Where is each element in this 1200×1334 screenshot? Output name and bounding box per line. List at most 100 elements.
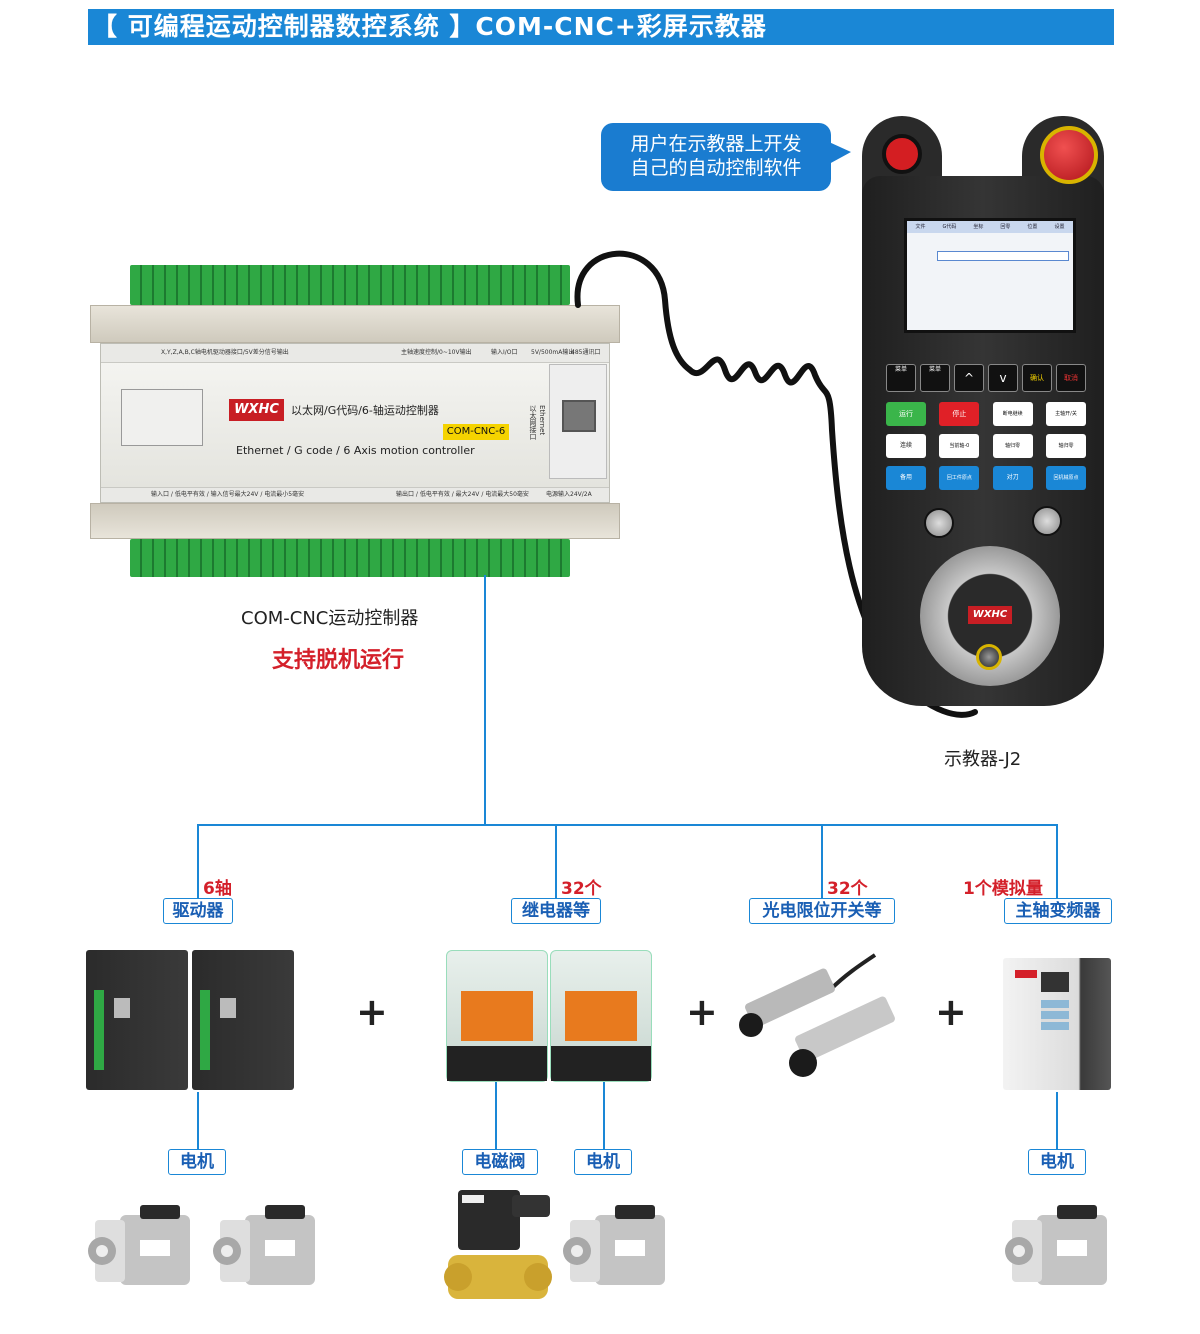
- pendant-caption: 示教器-J2: [944, 749, 1022, 770]
- axis-selector-knob[interactable]: [924, 508, 954, 538]
- key-machine-origin[interactable]: 回机械原点: [1045, 466, 1086, 490]
- callout-line-1: 用户在示教器上开发: [630, 133, 802, 155]
- sub-label-motor-relays: 电机: [574, 1149, 632, 1175]
- branch-count-3: 1个模拟量: [963, 879, 1043, 899]
- branch-label-switches: 光电限位开关等: [749, 898, 895, 924]
- trunk-line: [484, 575, 486, 825]
- key-spare[interactable]: 备用: [886, 466, 926, 490]
- rate-selector-knob[interactable]: [1032, 506, 1062, 536]
- callout-pointer: [829, 142, 851, 164]
- branch-label-drivers: 驱动器: [163, 898, 233, 924]
- ethernet-port-area: 以太网接口 Ethernet: [529, 364, 607, 479]
- inverter-logo: [1015, 970, 1037, 978]
- driver-port: [114, 998, 130, 1018]
- relay-base: [447, 1046, 547, 1081]
- controller-logo: WXHC: [229, 399, 284, 421]
- inverter-keypad: [1041, 1000, 1069, 1030]
- top-label-strip: X,Y,Z,A,B,C轴电机驱动器接口/5V差分信号输出 主轴速度控制/0~10…: [101, 344, 609, 363]
- screen-tab-1[interactable]: G代码: [942, 224, 957, 230]
- servo-driver-1: [86, 950, 188, 1090]
- emergency-stop-button[interactable]: [1040, 126, 1098, 184]
- controller-name-cn: 以太网/G代码/6-轴运动控制器: [291, 404, 439, 417]
- key-work-origin[interactable]: 回工件原点: [939, 466, 980, 490]
- branch-label-relays: 继电器等: [511, 898, 601, 924]
- servo-motor-3: [563, 1205, 665, 1285]
- screen-tab-4[interactable]: 位置: [1027, 224, 1038, 230]
- controller-model-badge: COM-CNC-6: [443, 424, 509, 440]
- servo-motor-1: [88, 1205, 190, 1285]
- sub-line-inverter: [1056, 1092, 1058, 1150]
- key-cancel[interactable]: 取消: [1056, 364, 1086, 392]
- relay-2: [550, 950, 652, 1082]
- relay-core: [461, 991, 533, 1041]
- display-window: [121, 389, 203, 446]
- hand-wheel-crank[interactable]: [976, 644, 1002, 670]
- screen-tab-3[interactable]: 回零: [1000, 224, 1011, 230]
- pendant-screen[interactable]: 文件 G代码 坐标 回零 位置 设置: [904, 218, 1076, 333]
- controller-caption: COM-CNC运动控制器: [241, 608, 419, 629]
- strip-input-io: 输入I/O口: [491, 349, 518, 356]
- key-up[interactable]: ^: [954, 364, 984, 392]
- frequency-inverter: [1003, 958, 1111, 1090]
- pendant-cable: [574, 250, 978, 718]
- relay-1: [446, 950, 548, 1082]
- relay-base: [551, 1046, 651, 1081]
- strip-input: 输入口 / 低电平有效 / 输入信号最大24V / 电流最小5毫安: [151, 491, 305, 498]
- servo-motor-2: [213, 1205, 315, 1285]
- bus-line: [197, 824, 1058, 826]
- key-spindle[interactable]: 主轴开/关: [1045, 402, 1086, 426]
- power-button[interactable]: [882, 134, 922, 174]
- drop-line-1: [555, 824, 557, 900]
- branch-count-2: 32个: [827, 879, 868, 899]
- strip-5v: 5V/500mA输出: [531, 349, 575, 356]
- plus-sign-3: +: [935, 990, 967, 1034]
- strip-485: 485通讯口: [571, 349, 601, 356]
- plus-sign-2: +: [686, 990, 718, 1034]
- key-axis-home-b[interactable]: 轴归零: [1045, 434, 1086, 458]
- screen-tabs: 文件 G代码 坐标 回零 位置 设置: [907, 221, 1073, 233]
- ethernet-port-label-en: Ethernet: [538, 405, 546, 436]
- hand-wheel[interactable]: WXHC: [920, 546, 1060, 686]
- branch-count-1: 32个: [561, 879, 602, 899]
- callout-bubble: 用户在示教器上开发 自己的自动控制软件: [601, 123, 831, 191]
- key-menu-left[interactable]: 菜单: [886, 364, 916, 392]
- controller-subcaption: 支持脱机运行: [272, 648, 405, 673]
- key-confirm[interactable]: 确认: [1022, 364, 1052, 392]
- screen-input-bar: [937, 251, 1069, 261]
- controller-unit: X,Y,Z,A,B,C轴电机驱动器接口/5V差分信号输出 主轴速度控制/0~10…: [90, 265, 620, 585]
- strip-output: 输出口 / 低电平有效 / 最大24V / 电流最大50毫安: [396, 491, 529, 498]
- servo-motor-4: [1005, 1205, 1107, 1285]
- key-tool-set[interactable]: 对刀: [992, 466, 1033, 490]
- key-run[interactable]: 运行: [886, 402, 926, 426]
- pendant-keypad: 菜单 菜单 ^ v 确认 取消 运行 停止 断电继续 主轴开/关 连续 当前轴-…: [886, 364, 1086, 490]
- pendant-device: 文件 G代码 坐标 回零 位置 设置 菜单 菜单 ^ v 确认 取消 运行 停止…: [862, 116, 1104, 711]
- bottom-terminals: [130, 539, 570, 577]
- inverter-display: [1041, 972, 1069, 992]
- photoelectric-sensors: [739, 953, 895, 1077]
- strip-spindle: 主轴速度控制/0~10V输出: [401, 349, 472, 356]
- key-axis-home-a[interactable]: 轴归零: [992, 434, 1033, 458]
- top-terminals: [130, 265, 570, 305]
- key-down[interactable]: v: [988, 364, 1018, 392]
- solenoid-valve: [444, 1190, 552, 1299]
- drop-line-3: [1056, 824, 1058, 900]
- sub-line-relay-2: [603, 1082, 605, 1150]
- screen-tab-2[interactable]: 坐标: [973, 224, 984, 230]
- key-menu-right[interactable]: 菜单: [920, 364, 950, 392]
- bottom-label-strip: 输入口 / 低电平有效 / 输入信号最大24V / 电流最小5毫安 输出口 / …: [101, 487, 609, 502]
- bottom-rail: [90, 503, 620, 539]
- relay-core: [565, 991, 637, 1041]
- screen-tab-5[interactable]: 设置: [1054, 224, 1065, 230]
- ethernet-jack[interactable]: [562, 400, 596, 432]
- sub-label-motor-drivers: 电机: [168, 1149, 226, 1175]
- hand-wheel-logo: WXHC: [968, 606, 1012, 624]
- sub-line-relay-1: [495, 1082, 497, 1150]
- driver-terminal: [200, 990, 210, 1070]
- key-stop[interactable]: 停止: [939, 402, 980, 426]
- driver-port: [220, 998, 236, 1018]
- key-axis-zero[interactable]: 当前轴-0: [939, 434, 980, 458]
- screen-tab-0[interactable]: 文件: [915, 224, 926, 230]
- key-resume[interactable]: 断电继续: [992, 402, 1033, 426]
- key-continuous[interactable]: 连续: [886, 434, 926, 458]
- servo-driver-2: [192, 950, 294, 1090]
